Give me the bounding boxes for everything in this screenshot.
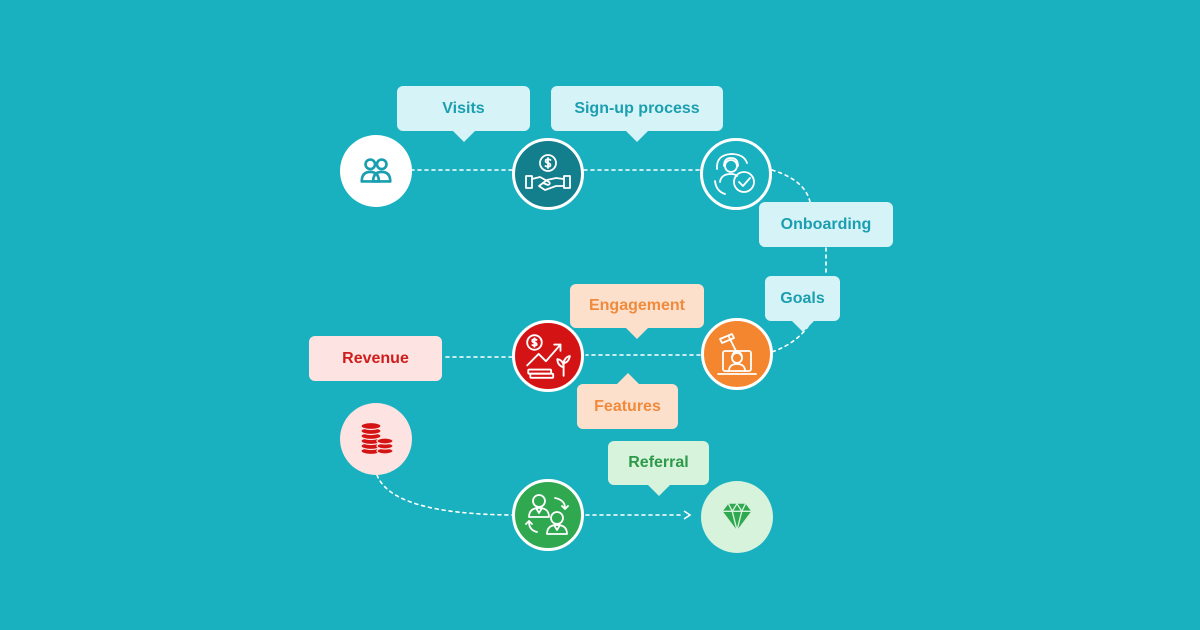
coins-node: [340, 403, 412, 475]
connector-support-onboarding: [771, 169, 811, 203]
support-check-icon: [714, 153, 755, 195]
support-node: [700, 138, 772, 210]
label-features: Features: [577, 373, 678, 429]
arrowhead: [683, 510, 692, 520]
referral-people-icon: [525, 494, 569, 535]
label-goals: Goals: [765, 276, 840, 332]
goal-node: [701, 318, 773, 390]
diamond-icon: [722, 503, 752, 531]
users-node: [340, 135, 412, 207]
handshake-node: [512, 138, 584, 210]
label-onboarding: Onboarding: [759, 202, 893, 247]
growth-node: [512, 320, 584, 392]
label-visits: Visits: [397, 86, 530, 142]
users-icon: [360, 158, 392, 183]
label-engagement: Engagement: [570, 284, 704, 339]
handshake-dollar-icon: [525, 154, 571, 191]
label-revenue: Revenue: [309, 336, 442, 381]
growth-chart-icon: [526, 334, 571, 379]
label-referral: Referral: [608, 441, 709, 496]
diamond-node: [701, 481, 773, 553]
goal-target-person-icon: [717, 333, 757, 375]
coins-stack-icon: [360, 421, 394, 456]
connector-coins-referral: [376, 474, 513, 516]
label-signup-process: Sign-up process: [551, 86, 723, 142]
referral-node: [512, 479, 584, 551]
